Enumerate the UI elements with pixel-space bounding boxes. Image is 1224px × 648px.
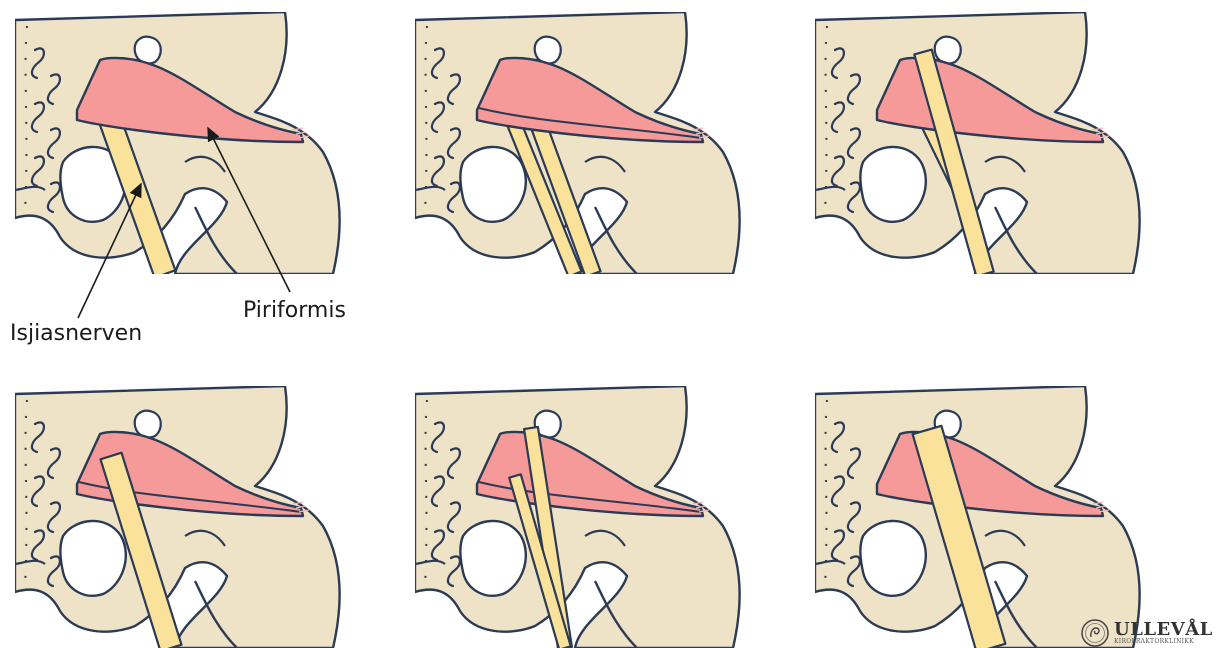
pelvis-diagram bbox=[415, 12, 755, 274]
logo-emblem-icon bbox=[1080, 618, 1110, 648]
obturator-foramen bbox=[460, 147, 525, 222]
variant-panel-2 bbox=[415, 12, 755, 274]
variant-panel-4 bbox=[15, 386, 355, 648]
clinic-logo: ULLEVÅL KIROPRAKTORKLINIKK bbox=[1080, 618, 1213, 648]
nerve-label: Isjiasnerven bbox=[10, 321, 142, 346]
pelvis-diagram bbox=[815, 386, 1155, 648]
pelvis-diagram bbox=[15, 386, 355, 648]
variant-panel-3 bbox=[815, 12, 1155, 274]
obturator-foramen bbox=[60, 521, 125, 596]
variant-panel-5 bbox=[415, 386, 755, 648]
variant-panel-6 bbox=[815, 386, 1155, 648]
obturator-foramen bbox=[860, 521, 925, 596]
pelvis-diagram bbox=[815, 12, 1155, 274]
pelvis-diagram bbox=[15, 12, 355, 274]
muscle-label: Piriformis bbox=[243, 298, 346, 323]
pelvis-diagram bbox=[415, 386, 755, 648]
obturator-foramen bbox=[860, 147, 925, 222]
obturator-foramen bbox=[460, 521, 525, 596]
logo-name: ULLEVÅL bbox=[1114, 622, 1213, 638]
variant-panel-1 bbox=[15, 12, 355, 274]
